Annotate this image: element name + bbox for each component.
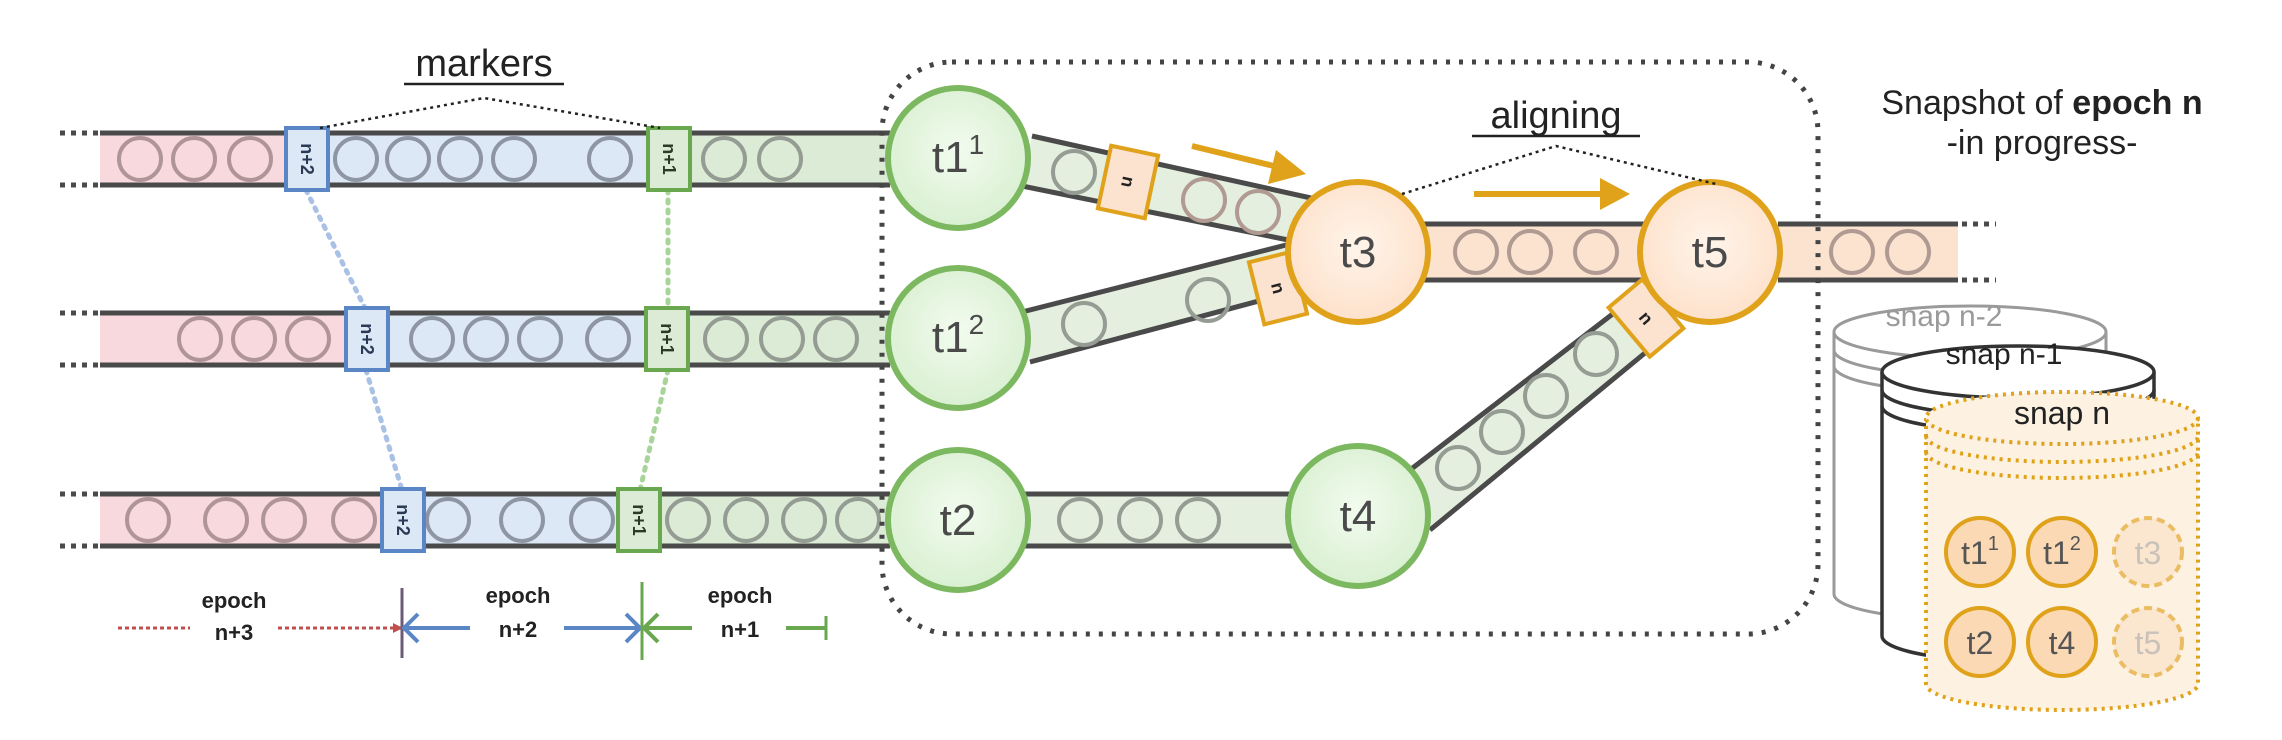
edge-t3-t5 (1418, 221, 1648, 283)
task-t4-label: t4 (1340, 492, 1377, 541)
task-t3-label: t3 (1340, 228, 1377, 277)
marker-n1-row2-label: n+1 (657, 323, 677, 355)
snapshot-caption: Snapshot of epoch n -in progress- (1881, 84, 2202, 162)
epoch-n1-indicator: epoch n+1 (640, 582, 828, 660)
svg-text:Snapshot of epoch n: Snapshot of epoch n (1881, 84, 2202, 122)
barrier-n-edge-t1b-label: n (1267, 280, 1289, 296)
barrier-n-edge-t1a: n (1095, 143, 1161, 221)
marker-n1-row3-label: n+1 (629, 504, 649, 536)
task-t2-label: t2 (940, 496, 977, 545)
stream-row-2 (60, 310, 890, 368)
task-t1-1-sup: 1 (969, 129, 985, 160)
snapshot-item-t3-label: t3 (2135, 535, 2162, 571)
stream-row-1 (60, 130, 890, 188)
snapshot-item-t3: t3 (2112, 516, 2184, 588)
snapshot-item-t1-1-sup: 1 (1988, 533, 1999, 555)
edge-t4-t5 (1408, 294, 1670, 532)
svg-text:t12: t12 (932, 309, 984, 362)
marker-n2-row1-label: n+2 (297, 143, 317, 175)
edge-t5-output (1778, 221, 1996, 283)
epoch-n1-word: epoch (708, 583, 773, 608)
marker-n1-row1: n+1 (646, 126, 692, 192)
snapshot-item-t2-label: t2 (1967, 625, 1994, 661)
task-t1-1: t11 (885, 85, 1031, 231)
epoch-n1-num: n+1 (721, 617, 760, 642)
svg-text:t11: t11 (932, 129, 984, 182)
svg-text:t11: t11 (1961, 533, 1999, 571)
edge-t1a-t3 (1021, 133, 1321, 247)
edge-t1b-t3 (1021, 241, 1301, 365)
snapshot-item-t4: t4 (2026, 606, 2098, 678)
dataflow-region (879, 59, 1821, 637)
task-t5-label: t5 (1692, 228, 1729, 277)
task-t5: t5 (1637, 179, 1783, 325)
marker-n1-row1-label: n+1 (659, 143, 679, 175)
snapshot-n-1-label: snap n-1 (1946, 338, 2063, 371)
flow-arrows (1191, 143, 1630, 210)
epoch-n2-num: n+2 (499, 617, 538, 642)
snapshot-caption-sub: -in progress- (1947, 124, 2138, 162)
task-t1-2: t12 (885, 265, 1031, 411)
aligning-annotation: aligning (1401, 95, 1717, 196)
epoch-n2-indicator: epoch n+2 (400, 583, 643, 658)
snapshot-item-t5: t5 (2112, 606, 2184, 678)
snapshot-cylinder-n: snap n t11 t12 t3 t2 t4 t5 (1924, 390, 2200, 712)
marker-alignment-lines (303, 187, 671, 493)
snapshot-item-t1-1-label: t1 (1961, 535, 1988, 571)
snapshot-item-t5-label: t5 (2135, 625, 2162, 661)
snapshot-item-t2: t2 (1944, 606, 2016, 678)
barrier-n-edge-t1a-label: n (1117, 175, 1139, 190)
epoch-n3-num: n+3 (215, 620, 254, 645)
snapshot-item-t1-2-label: t1 (2043, 535, 2070, 571)
snapshot-caption-bold: epoch n (2072, 84, 2202, 122)
marker-n1-row3: n+1 (616, 487, 662, 553)
marker-n2-row1: n+2 (284, 126, 330, 192)
aligning-label: aligning (1491, 95, 1622, 137)
markers-annotation: markers (319, 43, 661, 130)
snapshot-caption-prefix: Snapshot of (1881, 84, 2072, 122)
snapshot-n-label: snap n (2014, 395, 2110, 431)
epoch-n3-word: epoch (202, 588, 267, 613)
svg-text:t12: t12 (2043, 533, 2081, 571)
task-t1-2-sup: 2 (969, 309, 985, 340)
task-t2: t2 (885, 447, 1031, 593)
snapshot-item-t4-label: t4 (2049, 625, 2076, 661)
snapshot-item-t1-2-sup: 2 (2070, 533, 2081, 555)
marker-n2-row2-label: n+2 (357, 323, 377, 355)
snapshot-item-t1-1: t11 (1944, 516, 2016, 588)
task-t1-1-label: t1 (932, 133, 969, 182)
snapshot-n-2-label: snap n-2 (1886, 300, 2003, 333)
marker-n2-row3: n+2 (380, 487, 426, 553)
epoch-n3-indicator: epoch n+3 (118, 588, 403, 645)
task-t4: t4 (1285, 443, 1431, 589)
epoch-n2-word: epoch (486, 583, 551, 608)
snapshot-item-t1-2: t12 (2026, 516, 2098, 588)
marker-n2-row2: n+2 (344, 306, 390, 372)
markers-label: markers (415, 43, 552, 85)
barrier-n-edge-t4: n (1605, 276, 1687, 360)
marker-n1-row2: n+1 (644, 306, 690, 372)
task-t3: t3 (1285, 179, 1431, 325)
stream-row-3 (60, 491, 890, 549)
marker-n2-row3-label: n+2 (393, 504, 413, 536)
task-t1-2-label: t1 (932, 313, 969, 362)
edge-t2-t4 (1022, 491, 1294, 549)
